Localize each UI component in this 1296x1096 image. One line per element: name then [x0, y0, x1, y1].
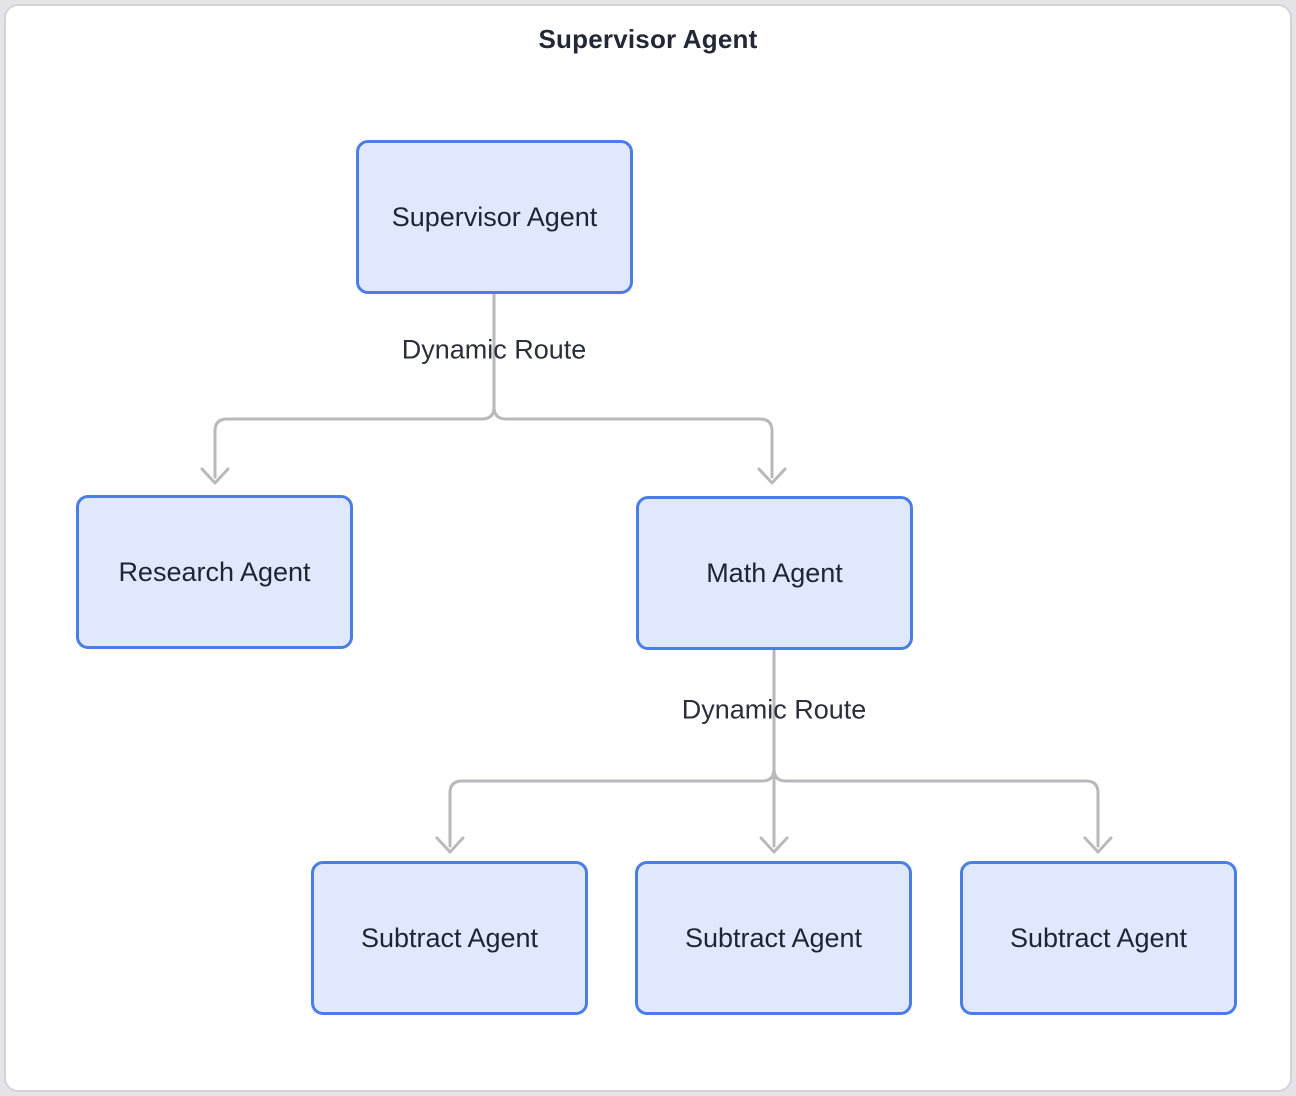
edge-supervisor-math [492, 292, 774, 479]
node-label: Supervisor Agent [391, 201, 598, 232]
arrowhead-math-icon [757, 467, 787, 485]
edge-math-subtract-3 [772, 648, 1100, 848]
diagram-title: Supervisor Agent [538, 24, 758, 54]
node-math-agent: Math Agent [636, 496, 913, 650]
arrowhead-research-icon [200, 467, 230, 485]
node-subtract-agent-2: Subtract Agent [635, 861, 912, 1015]
node-label: Math Agent [706, 557, 843, 588]
node-supervisor-agent: Supervisor Agent [356, 140, 633, 294]
edge-supervisor-research [213, 292, 496, 479]
diagram-card: Supervisor Agent Supervisor Agent Resear… [4, 4, 1292, 1092]
arrowhead-subtract-2-icon [759, 836, 789, 854]
node-label: Subtract Agent [360, 922, 539, 953]
node-research-agent: Research Agent [76, 495, 353, 649]
arrowhead-subtract-1-icon [435, 836, 465, 854]
arrowhead-subtract-3-icon [1083, 836, 1113, 854]
node-label: Subtract Agent [1009, 922, 1188, 953]
edge-label-dynamic-route-2: Dynamic Route [681, 694, 867, 725]
node-label: Research Agent [118, 556, 311, 587]
node-subtract-agent-1: Subtract Agent [311, 861, 588, 1015]
edge-math-subtract-1 [448, 648, 776, 848]
node-label: Subtract Agent [684, 922, 863, 953]
node-subtract-agent-3: Subtract Agent [960, 861, 1237, 1015]
edge-label-dynamic-route-1: Dynamic Route [401, 334, 587, 365]
